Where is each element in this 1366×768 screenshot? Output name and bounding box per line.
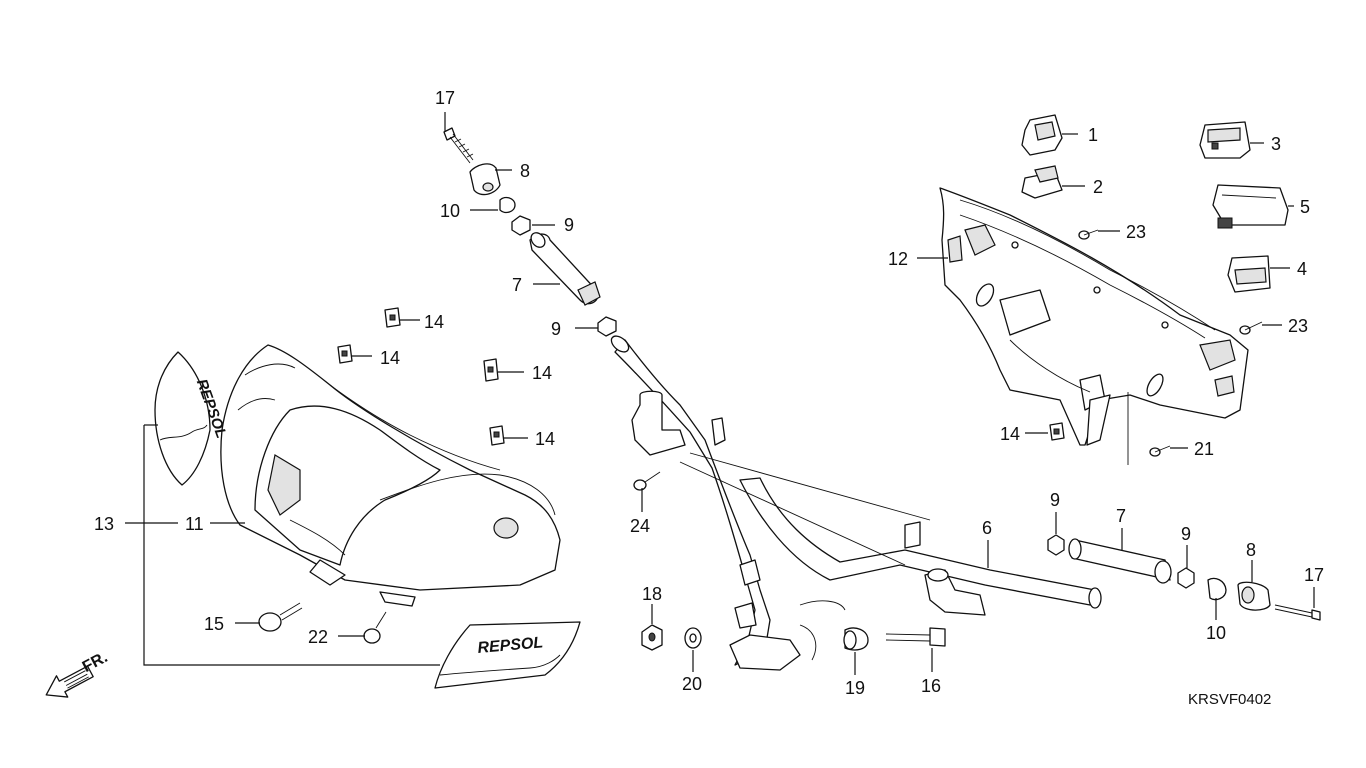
label-12: 12 [888, 249, 908, 269]
screw-23-b [1239, 321, 1263, 335]
front-handlebar-cover [220, 344, 561, 607]
switch-part-4 [1227, 255, 1271, 293]
label-13: 13 [94, 514, 114, 534]
rear-handlebar-cover [939, 187, 1249, 465]
switch-part-2 [1021, 165, 1063, 199]
label-9-upper-b: 9 [551, 319, 561, 339]
label-1: 1 [1088, 125, 1098, 145]
label-6: 6 [982, 518, 992, 538]
decal-upper: REPSOL [154, 351, 230, 486]
switch-part-1 [1021, 114, 1063, 156]
label-20: 20 [682, 674, 702, 694]
label-23-b: 23 [1288, 316, 1308, 336]
clip-14-a [384, 307, 401, 328]
cap-8-upper [469, 163, 501, 196]
nut-18 [641, 624, 663, 651]
tube-7-upper [529, 232, 601, 306]
label-8-upper: 8 [520, 161, 530, 181]
label-5: 5 [1300, 197, 1310, 217]
nut-9-upper-a [511, 215, 531, 236]
label-14-e: 14 [1000, 424, 1020, 444]
label-9-right-a: 9 [1050, 490, 1060, 510]
screw-23-a [1078, 229, 1099, 240]
label-11: 11 [185, 514, 204, 534]
cap-8-right [1237, 581, 1271, 611]
label-2: 2 [1093, 177, 1103, 197]
front-arrow-icon [45, 665, 94, 698]
bolt-17-upper [443, 127, 474, 164]
nut-9-right-b [1177, 567, 1195, 589]
screw-22 [363, 611, 387, 644]
label-17-upper: 17 [435, 88, 455, 108]
label-10-right: 10 [1206, 623, 1226, 643]
clip-14-c [483, 358, 499, 382]
bolt-16 [885, 627, 946, 647]
label-24: 24 [630, 516, 650, 536]
diagram-code: KRSVF0402 [1188, 691, 1271, 708]
decal-bracket-line [143, 425, 440, 666]
label-22: 22 [308, 627, 328, 647]
tube-7-right [1068, 538, 1172, 584]
label-14-c: 14 [532, 363, 552, 383]
decal-lower: REPSOL [434, 621, 581, 689]
label-19: 19 [845, 678, 865, 698]
label-23-a: 23 [1126, 222, 1146, 242]
screw-24 [633, 471, 661, 491]
label-14-a: 14 [424, 312, 444, 332]
label-15: 15 [204, 614, 224, 634]
label-7-right: 7 [1116, 506, 1126, 526]
label-17-right: 17 [1304, 565, 1324, 585]
label-9-upper-a: 9 [564, 215, 574, 235]
nut-9-right-a [1047, 534, 1065, 556]
label-10-upper: 10 [440, 201, 460, 221]
switch-part-5 [1212, 184, 1289, 229]
nut-9-upper-b [597, 316, 617, 337]
label-14-b: 14 [380, 348, 400, 368]
label-16: 16 [921, 676, 941, 696]
label-18: 18 [642, 584, 662, 604]
washer-20 [684, 627, 702, 649]
label-8-right: 8 [1246, 540, 1256, 560]
bolt-17-right [1274, 604, 1321, 621]
screw-21 [1149, 445, 1171, 457]
clip-10-upper [499, 196, 516, 214]
handlebar-frame [610, 335, 1102, 671]
label-14-d: 14 [535, 429, 555, 449]
label-21: 21 [1194, 439, 1214, 459]
decal-text-lower: REPSOL [477, 634, 544, 657]
switch-part-3 [1199, 121, 1251, 159]
label-7-upper: 7 [512, 275, 522, 295]
label-3: 3 [1271, 134, 1281, 154]
collar-19 [843, 627, 869, 651]
label-9-right-b: 9 [1181, 524, 1191, 544]
clip-14-e [1049, 422, 1065, 441]
clip-14-d [489, 425, 505, 446]
clip-10-right [1207, 577, 1227, 601]
bolt-15 [258, 602, 303, 632]
clip-14-b [337, 344, 353, 364]
label-4: 4 [1297, 259, 1307, 279]
